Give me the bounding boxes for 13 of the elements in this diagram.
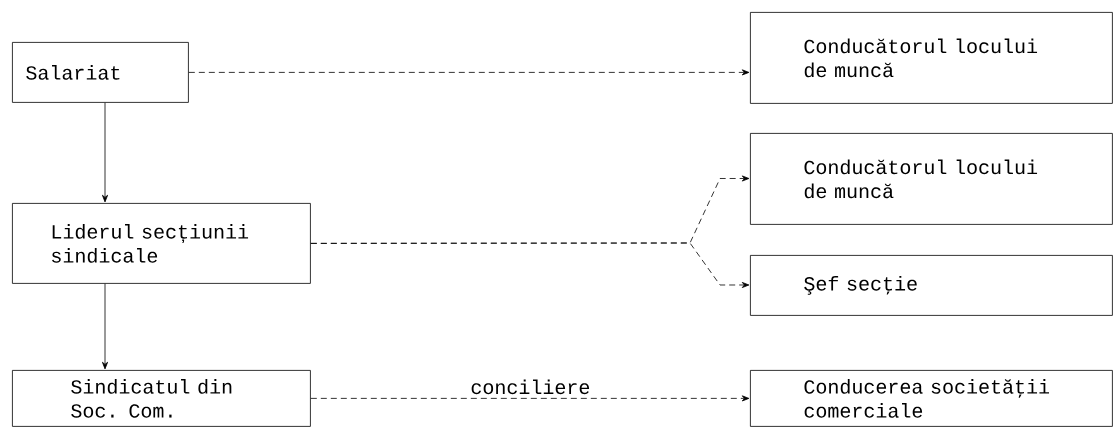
process-box: Salariat (12, 42, 189, 103)
process-box: Conducătorul locului de muncă (750, 12, 1113, 104)
arrow (188, 69, 750, 76)
process-box: Conducerea societăţii comerciale (750, 370, 1113, 427)
process-box: Şef secţie (750, 255, 1113, 316)
arrow (310, 395, 750, 402)
arrow (310, 242, 750, 288)
process-box: Sindicatul din Soc. Com. (12, 370, 311, 427)
arrow (102, 102, 108, 203)
arrow (102, 283, 108, 370)
process-box: Conducătorul locului de muncă (750, 133, 1113, 225)
process-box: Liderul secțiunii sindicale (12, 203, 311, 284)
edge-label: conciliere (469, 378, 592, 396)
